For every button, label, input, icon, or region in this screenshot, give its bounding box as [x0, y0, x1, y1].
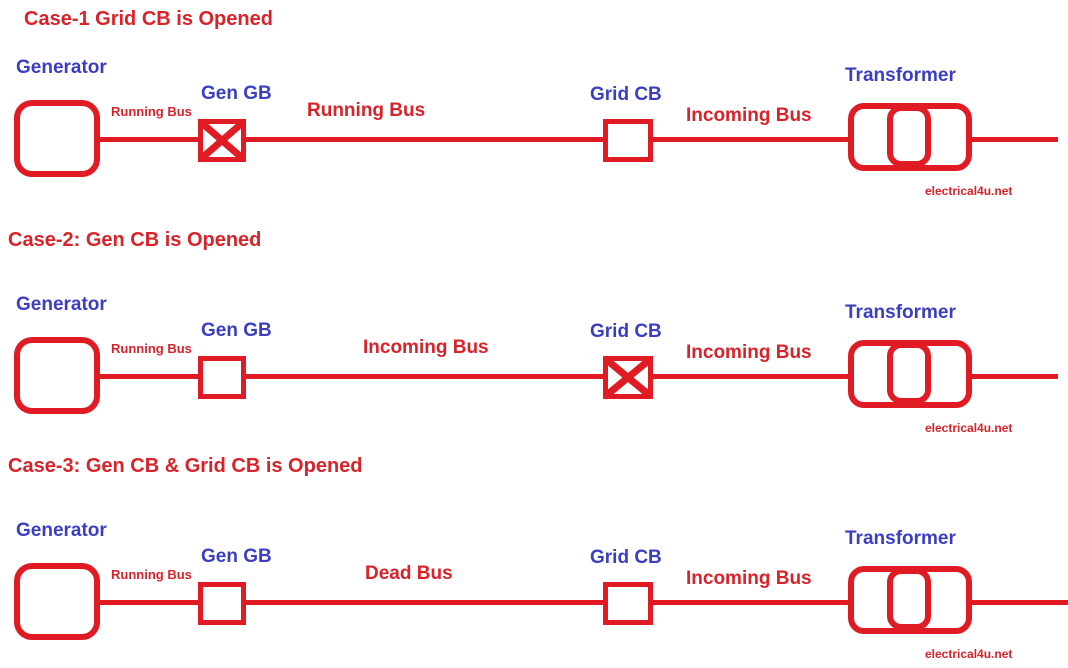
watermark: electrical4u.net — [925, 421, 1013, 435]
mid-bus-label: Dead Bus — [365, 563, 453, 584]
gen-breaker-symbol — [198, 119, 246, 162]
running-bus-label: Running Bus — [111, 341, 192, 356]
running-bus-label: Running Bus — [111, 567, 192, 582]
running-bus-label: Running Bus — [111, 104, 192, 119]
grid-breaker-symbol — [603, 356, 653, 399]
watermark: electrical4u.net — [925, 647, 1013, 661]
transformer-inner-winding — [887, 568, 931, 630]
case-title: Case-1 Grid CB is Opened — [24, 8, 273, 30]
grid-breaker-label: Grid CB — [590, 547, 662, 568]
mid-bus-label: Running Bus — [307, 100, 426, 121]
transformer-symbol — [848, 103, 972, 171]
grid-breaker-symbol — [603, 582, 653, 625]
transformer-label: Transformer — [845, 528, 956, 549]
bus-line — [98, 374, 1058, 379]
gen-breaker-label: Gen GB — [201, 83, 272, 104]
grid-breaker-symbol — [603, 119, 653, 162]
mid-bus-label: Incoming Bus — [363, 337, 489, 358]
case-3-section: Case-3: Gen CB & Grid CB is Opened Gener… — [0, 455, 1068, 668]
single-line-diagram: Generator Running Bus Gen GB Running Bus… — [0, 57, 1068, 207]
case-title: Case-2: Gen CB is Opened — [8, 229, 262, 251]
transformer-inner-winding — [887, 105, 931, 167]
transformer-label: Transformer — [845, 65, 956, 86]
generator-symbol — [14, 563, 100, 640]
transformer-symbol — [848, 340, 972, 408]
case-2-section: Case-2: Gen CB is Opened Generator Runni… — [0, 229, 1068, 449]
gen-breaker-symbol — [198, 582, 246, 625]
gen-breaker-label: Gen GB — [201, 546, 272, 567]
closed-breaker-x-icon — [203, 124, 241, 157]
single-line-diagram: Generator Running Bus Gen GB Dead Bus Gr… — [0, 520, 1068, 668]
generator-label: Generator — [16, 294, 107, 315]
transformer-inner-winding — [887, 342, 931, 404]
grid-breaker-label: Grid CB — [590, 321, 662, 342]
gen-breaker-symbol — [198, 356, 246, 399]
incoming-bus-label: Incoming Bus — [686, 568, 812, 589]
generator-label: Generator — [16, 57, 107, 78]
watermark: electrical4u.net — [925, 184, 1013, 198]
case-title: Case-3: Gen CB & Grid CB is Opened — [8, 455, 363, 477]
generator-label: Generator — [16, 520, 107, 541]
bus-line — [98, 600, 1068, 605]
case-1-section: Case-1 Grid CB is Opened Generator Runni… — [0, 8, 1068, 228]
generator-symbol — [14, 337, 100, 414]
transformer-symbol — [848, 566, 972, 634]
gen-breaker-label: Gen GB — [201, 320, 272, 341]
grid-breaker-label: Grid CB — [590, 84, 662, 105]
transformer-label: Transformer — [845, 302, 956, 323]
closed-breaker-x-icon — [608, 361, 648, 394]
incoming-bus-label: Incoming Bus — [686, 342, 812, 363]
single-line-diagram: Generator Running Bus Gen GB Incoming Bu… — [0, 294, 1068, 444]
incoming-bus-label: Incoming Bus — [686, 105, 812, 126]
generator-symbol — [14, 100, 100, 177]
bus-line — [98, 137, 1058, 142]
